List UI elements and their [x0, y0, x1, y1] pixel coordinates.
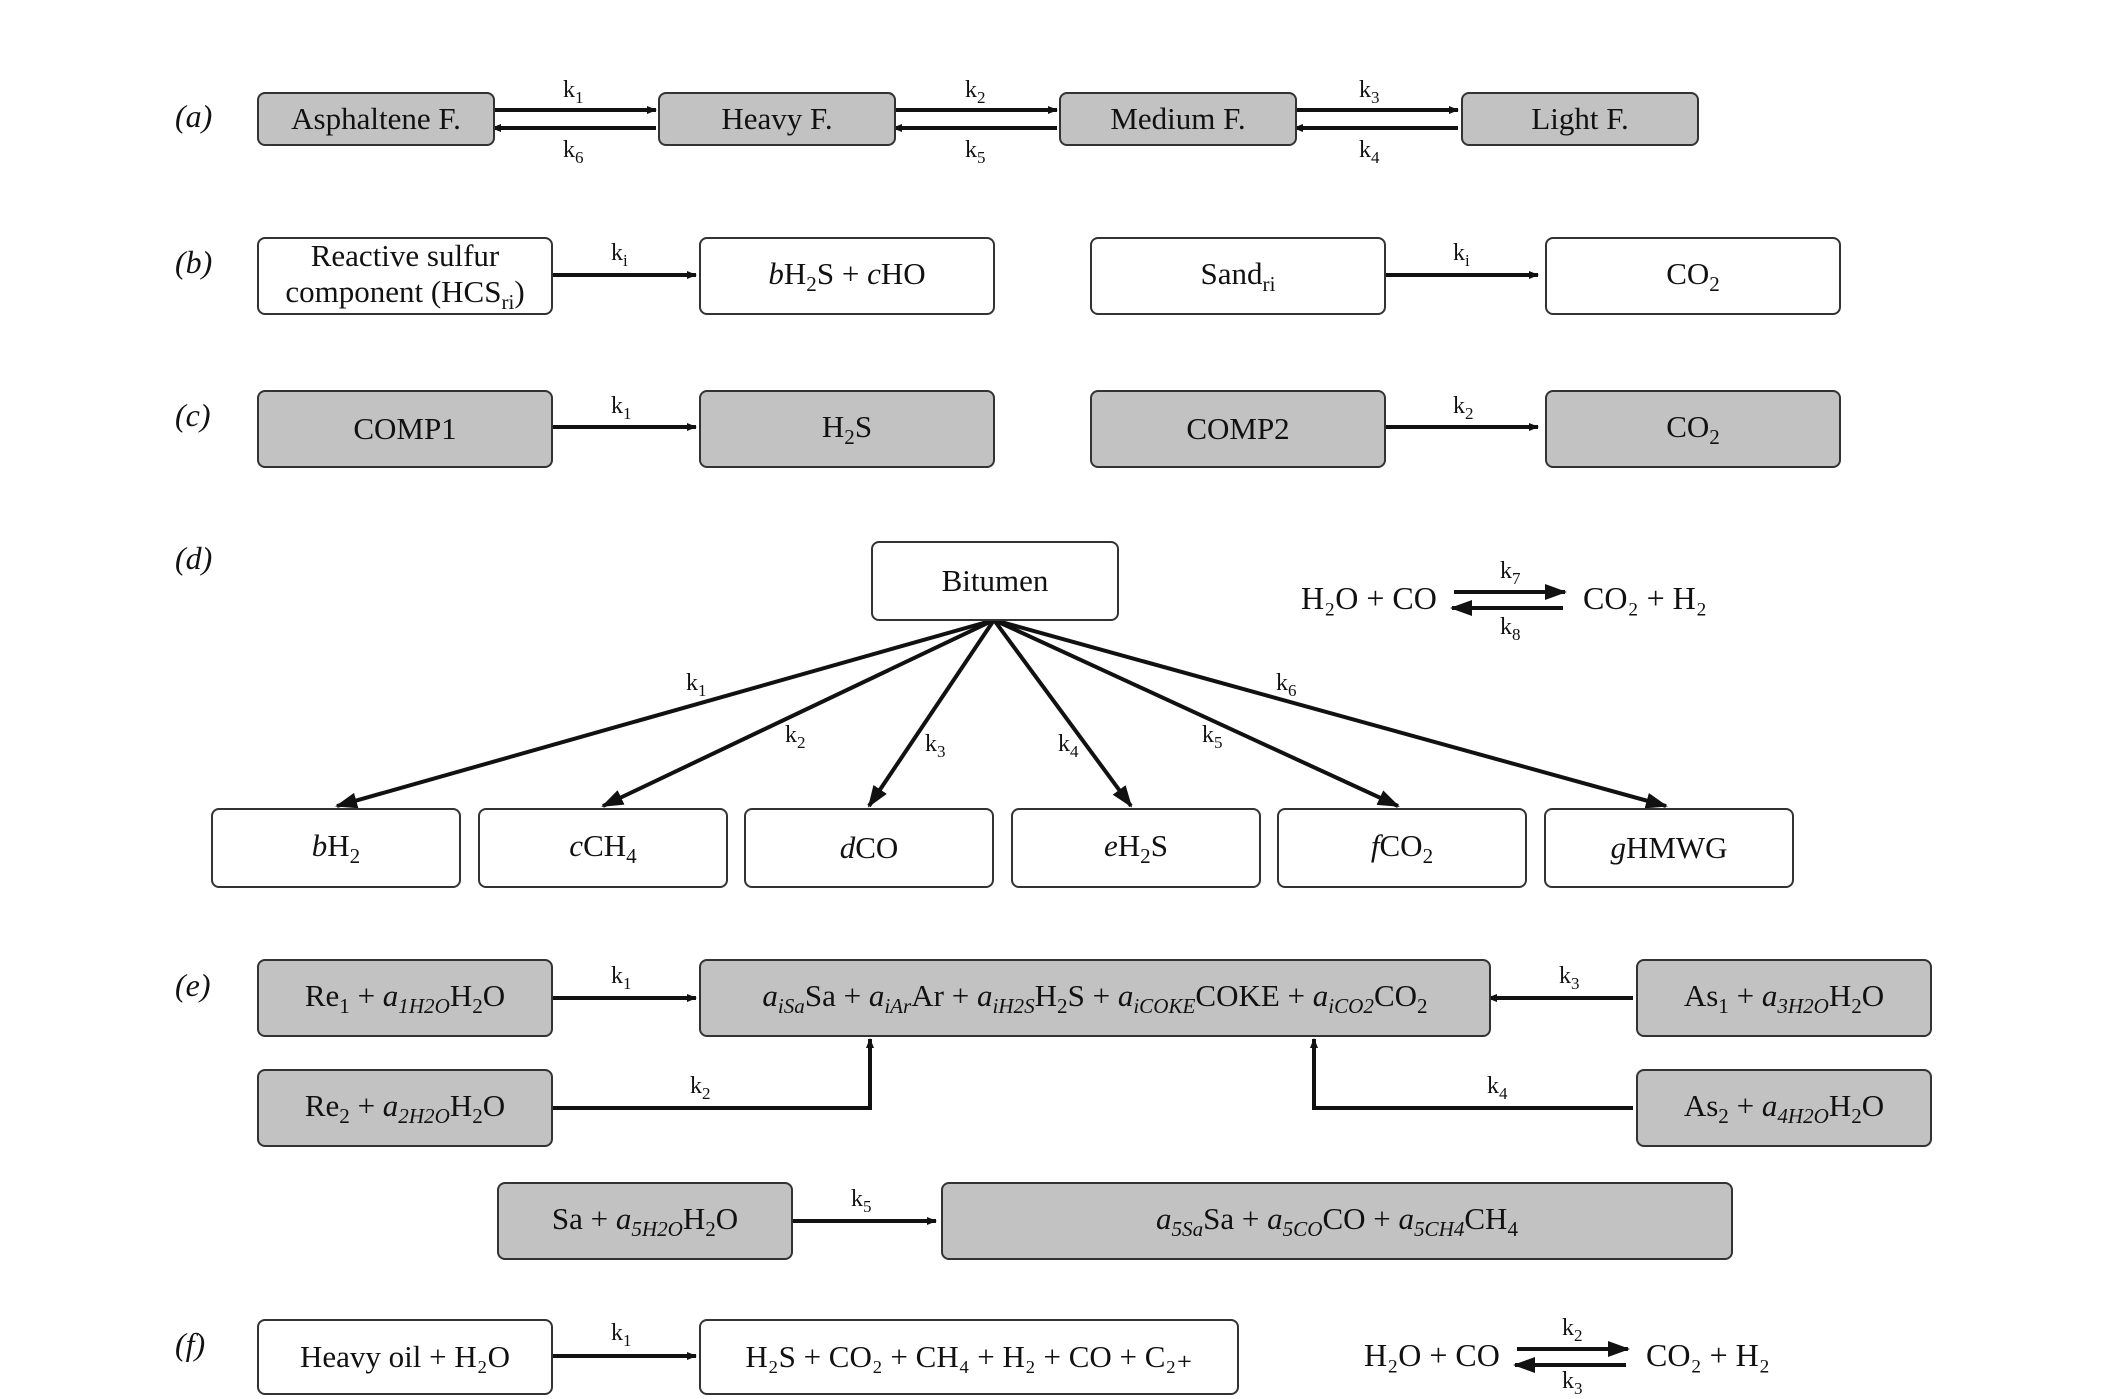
rate-label-e-k2: k2: [690, 1073, 711, 1103]
box-fco2: fCO2: [1277, 808, 1527, 888]
arrow-d-k2: [601, 618, 995, 808]
box-heavy-fraction: Heavy F.: [658, 92, 896, 146]
panel-label-e: (e): [175, 967, 211, 1003]
rate-label-f-k1: k1: [611, 1320, 632, 1350]
text-reactive-sulfur: Reactive sulfur: [310, 237, 500, 273]
box-co2-c: CO2: [1545, 390, 1841, 468]
box-bh2s-chol: bH2S + cHO: [699, 237, 995, 315]
box-dco: dCO: [744, 808, 994, 888]
box-re2-water: Re2 + a2H2OH2O: [257, 1069, 553, 1147]
rate-label-e-k5: k5: [851, 1186, 872, 1216]
rate-label-d-k8: k8: [1500, 614, 1521, 644]
eq-d-left: H₂O + CO: [1301, 580, 1437, 616]
box-e-products: aiSaSa + aiArAr + aiH2SH2S + aiCOKECOKE …: [699, 959, 1491, 1037]
arrow-e-k2: [550, 1038, 874, 1110]
rate-label-a-k5: k5: [965, 137, 986, 167]
box-eh2s: eH2S: [1011, 808, 1261, 888]
box-bh2: bH2: [211, 808, 461, 888]
eq-f-left: H₂O + CO: [1364, 1337, 1500, 1373]
arrow-e-k4: [1310, 1038, 1633, 1110]
rate-label-c-k2: k2: [1453, 393, 1474, 423]
rate-label-c-k1: k1: [611, 393, 632, 423]
rate-label-d-k5: k5: [1202, 722, 1223, 752]
rate-label-e-k3: k3: [1559, 963, 1580, 993]
box-as2-water: As2 + a4H2OH2O: [1636, 1069, 1932, 1147]
rate-label-a-k1: k1: [563, 77, 584, 107]
box-reactive-sulfur-component: Reactive sulfur component (HCSri): [257, 237, 553, 315]
rate-label-e-k1: k1: [611, 963, 632, 993]
rate-label-e-k4: k4: [1487, 1073, 1508, 1103]
arrow-d-k5: [993, 618, 1400, 808]
panel-label-d: (d): [175, 540, 213, 576]
rate-label-d-k2: k2: [785, 722, 806, 752]
eq-d-right: CO₂ + H₂: [1583, 580, 1707, 616]
rate-label-d-k4: k4: [1058, 731, 1079, 761]
rate-label-d-k7: k7: [1500, 558, 1521, 588]
box-co2-b: CO2: [1545, 237, 1841, 315]
rate-label-d-k1: k1: [686, 670, 707, 700]
box-light-fraction: Light F.: [1461, 92, 1699, 146]
box-heavy-oil-water: Heavy oil + H₂O: [257, 1319, 553, 1395]
box-asphaltene-fraction: Asphaltene F.: [257, 92, 495, 146]
rate-label-a-k2: k2: [965, 77, 986, 107]
panel-label-a: (a): [175, 98, 213, 134]
rate-label-f-k2: k2: [1562, 1315, 1583, 1345]
rate-label-a-k6: k6: [563, 137, 584, 167]
rate-label-f-k3: k3: [1562, 1368, 1583, 1398]
box-as1-water: As1 + a3H2OH2O: [1636, 959, 1932, 1037]
arrow-d-k6: [993, 618, 1668, 809]
box-ghmwg: gHMWG: [1544, 808, 1794, 888]
text-component-hcs: component (HCSri): [285, 273, 525, 314]
box-cch4: cCH4: [478, 808, 728, 888]
panel-label-f: (f): [175, 1326, 206, 1362]
rate-label-d-k3: k3: [925, 731, 946, 761]
panel-label-b: (b): [175, 244, 213, 280]
box-comp2: COMP2: [1090, 390, 1386, 468]
box-f-products: H₂S + CO₂ + CH₄ + H₂ + CO + C₂₊: [699, 1319, 1239, 1395]
box-bitumen: Bitumen: [871, 541, 1119, 621]
box-re1-water: Re1 + a1H2OH2O: [257, 959, 553, 1037]
box-sa-water: Sa + a5H2OH2O: [497, 1182, 793, 1260]
box-h2s-c: H2S: [699, 390, 995, 468]
arrow-d-k4: [992, 618, 1133, 808]
box-sand-ri: Sandri: [1090, 237, 1386, 315]
box-medium-fraction: Medium F.: [1059, 92, 1297, 146]
box-e5-products: a5SaSa + a5COCO + a5CH4CH4: [941, 1182, 1733, 1260]
box-comp1: COMP1: [257, 390, 553, 468]
eq-f-right: CO₂ + H₂: [1646, 1337, 1770, 1373]
rate-label-b-ki-2: ki: [1453, 240, 1470, 270]
rate-label-a-k3: k3: [1359, 77, 1380, 107]
rate-label-a-k4: k4: [1359, 137, 1380, 167]
panel-label-c: (c): [175, 397, 211, 433]
arrow-d-k3: [867, 618, 996, 808]
arrow-d-k1: [335, 618, 995, 809]
rate-label-b-ki-1: ki: [611, 240, 628, 270]
rate-label-d-k6: k6: [1276, 670, 1297, 700]
